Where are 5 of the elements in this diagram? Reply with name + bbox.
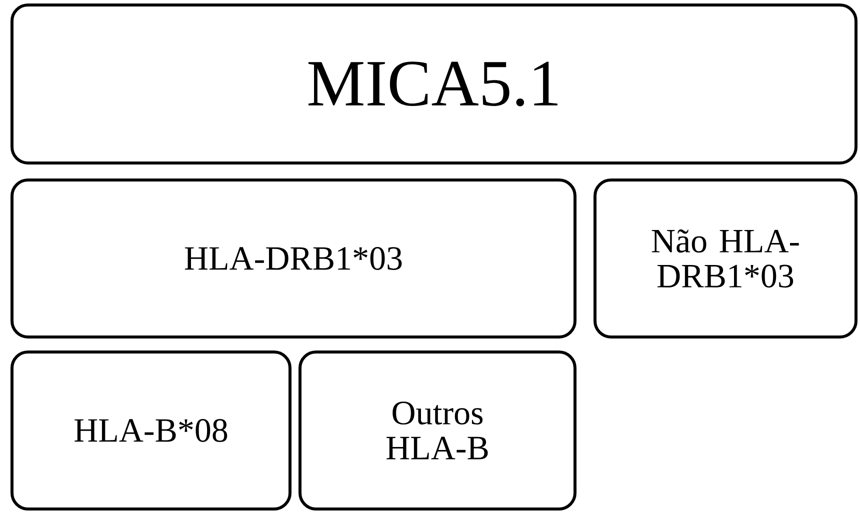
text-box: Outros HLA-B — [298, 350, 576, 510]
text-box: MICA5.1 — [10, 4, 858, 164]
text-box: HLA-DRB1*03 — [10, 178, 576, 338]
text-box: HLA-B*08 — [10, 350, 292, 510]
text-box: Não HLA-DRB1*03 — [594, 178, 858, 338]
